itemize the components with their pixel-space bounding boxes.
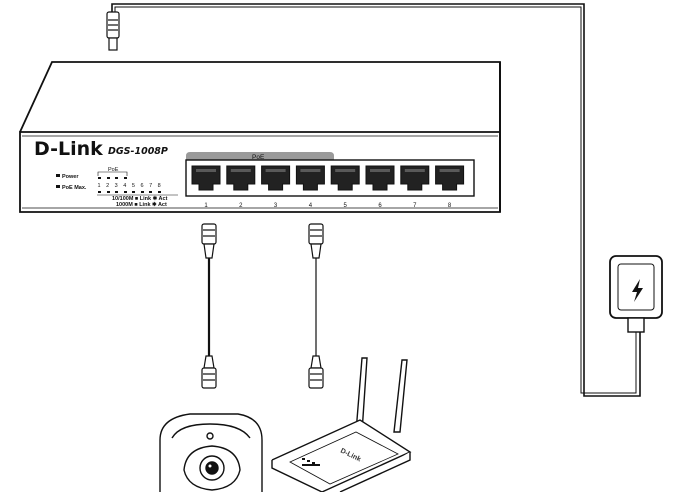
- port-number-label: 1: [204, 203, 208, 209]
- led-legend-line1: 10/100M ■ Link ✱ Act: [112, 195, 168, 202]
- led-number-label: 5: [132, 183, 135, 189]
- ethernet-port-8[interactable]: [435, 165, 465, 191]
- poe-bar-label: PoE: [252, 154, 265, 161]
- switch-model-label: DGS-1008P: [108, 146, 168, 157]
- antenna-right: [393, 359, 408, 433]
- power-led: [56, 174, 60, 177]
- poe-max-led-label: PoE Max.: [62, 185, 87, 191]
- power-led-label: Power: [62, 174, 79, 180]
- ethernet-port-2[interactable]: [226, 165, 256, 191]
- led-number-label: 1: [97, 183, 100, 189]
- wireless-access-point: [271, 357, 412, 492]
- port-number-label: 7: [413, 203, 417, 209]
- ethernet-port-6[interactable]: [365, 165, 395, 191]
- switch-brand-logo: D-Link: [34, 138, 103, 160]
- led-legend-line2: 1000M ■ Link ✱ Act: [116, 201, 167, 208]
- power-cable: [111, 3, 641, 397]
- ethernet-port-1[interactable]: [191, 165, 221, 191]
- port-number-row: 1 2 3 4 5 6 7 8: [204, 203, 452, 209]
- rj45-connector-bottom: [308, 355, 324, 389]
- port-number-label: 4: [309, 203, 313, 209]
- port-number-label: 2: [239, 203, 243, 209]
- dome-camera: [159, 413, 263, 492]
- power-plug-connector: [106, 11, 120, 51]
- port-number-label: 5: [344, 203, 348, 209]
- poe-status-leds: [98, 177, 127, 179]
- ethernet-port-3[interactable]: [261, 165, 291, 191]
- led-number-label: 2: [106, 183, 109, 189]
- port-number-label: 6: [378, 203, 382, 209]
- led-number-label: 4: [123, 183, 126, 189]
- led-number-label: 7: [149, 183, 152, 189]
- ethernet-port-4[interactable]: [295, 165, 325, 191]
- link-leds: [98, 191, 161, 193]
- ethernet-port-5[interactable]: [330, 165, 360, 191]
- power-adapter: [609, 255, 663, 333]
- ap-leds: [302, 458, 320, 466]
- rj45-connector-top: [308, 223, 324, 259]
- poe-led-group-label: PoE: [108, 167, 119, 173]
- ethernet-cable-port-4: [308, 223, 324, 389]
- rj45-connector-bottom: [201, 355, 217, 389]
- ethernet-port-7[interactable]: [400, 165, 430, 191]
- poe-max-led: [56, 185, 60, 188]
- lightning-bolt-icon: [632, 279, 643, 302]
- poe-bar: [186, 152, 334, 160]
- led-number-label: 8: [158, 183, 161, 189]
- led-number-label: 3: [115, 183, 118, 189]
- ethernet-ports: [191, 165, 465, 191]
- ethernet-cable-port-1: [201, 223, 217, 389]
- port-number-label: 8: [448, 203, 452, 209]
- port-number-label: 3: [274, 203, 278, 209]
- rj45-connector-top: [201, 223, 217, 259]
- led-number-label: 6: [140, 183, 143, 189]
